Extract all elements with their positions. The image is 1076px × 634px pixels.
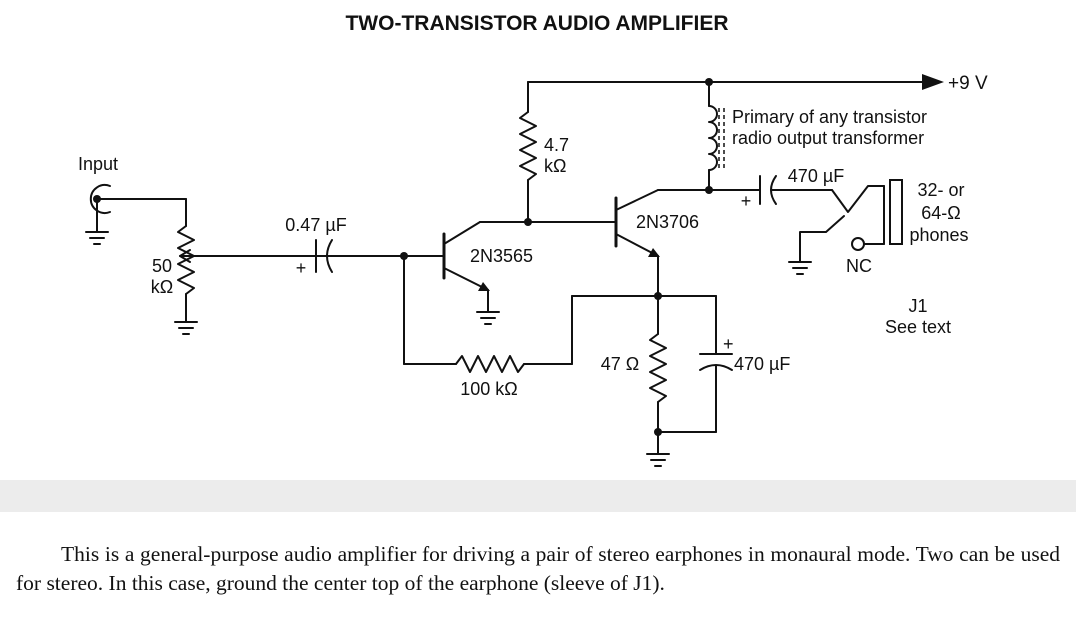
phones-label-2: 64-Ω [921,203,960,223]
input-label: Input [78,154,118,174]
input-jack [89,184,187,233]
ground-symbol [476,311,500,325]
transistor-q1 [442,221,529,313]
output-transformer-primary [708,81,725,191]
jack-label-1: J1 [908,296,927,316]
phones-label-1: 32- or [917,180,964,200]
ground-symbol [646,453,670,467]
caption-text: This is a general-purpose audio amplifie… [16,542,1060,595]
schematic-sheet: TWO-TRANSISTOR AUDIO AMPLIFIER Input 50 … [0,0,1076,480]
input-capacitor-value: 0.47 µF [285,215,346,235]
input-capacitor-polarity: + [296,258,307,278]
emitter-resistor-value: 47 Ω [601,354,639,374]
feedback-resistor [455,355,573,373]
ground-symbol [85,231,109,245]
output-capacitor [708,175,833,205]
collector-resistor-unit: kΩ [544,156,566,176]
jack-label-2: See text [885,317,951,337]
supply-arrow [922,74,944,90]
feedback-resistor-value: 100 kΩ [460,379,518,399]
ground-symbol [788,261,812,275]
nc-label: NC [846,256,872,276]
transformer-label-2: radio output transformer [732,128,924,148]
supply-label: +9 V [948,73,988,94]
input-capacitor [315,239,333,273]
output-capacitor-polarity: + [741,191,752,211]
pot-unit-label: kΩ [151,277,173,297]
q2-label: 2N3706 [636,212,699,232]
bypass-capacitor [699,295,733,433]
bypass-capacitor-polarity: + [723,334,734,354]
pot-value-label: 50 [152,256,172,276]
ground-symbol [174,321,198,335]
schematic-diagram: TWO-TRANSISTOR AUDIO AMPLIFIER Input 50 … [78,12,988,467]
diagram-title: TWO-TRANSISTOR AUDIO AMPLIFIER [345,12,728,35]
transformer-label-1: Primary of any transistor [732,107,927,127]
bypass-capacitor-value: 470 µF [734,354,790,374]
q1-label: 2N3565 [470,246,533,266]
phone-jack-j1 [799,179,903,263]
transistor-q2 [614,189,710,297]
phones-label-3: phones [909,225,968,245]
collector-resistor-value: 4.7 [544,135,569,155]
caption-block: This is a general-purpose audio amplifie… [0,512,1076,634]
output-capacitor-value: 470 µF [788,166,844,186]
collector-resistor [519,81,537,223]
